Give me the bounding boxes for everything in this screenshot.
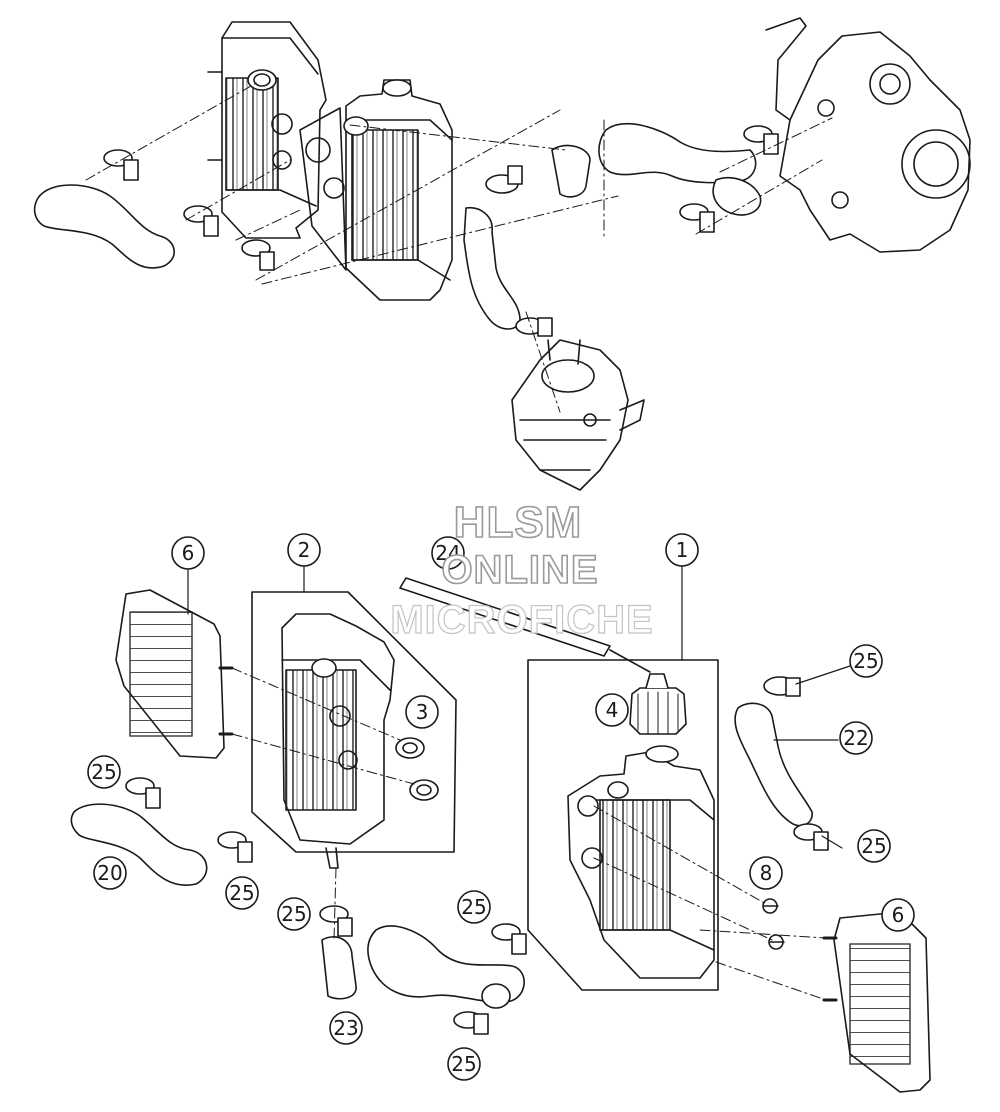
breather-tube-24 [399, 577, 651, 673]
upper-right-radiator [299, 79, 453, 301]
callout-c25a: 25 [87, 755, 121, 789]
callout-number: 24 [435, 541, 460, 565]
callout-number: 23 [333, 1016, 358, 1040]
callout-number: 2 [298, 538, 311, 562]
callout-number: 6 [892, 903, 905, 927]
callout-circle [287, 533, 321, 567]
callout-circle [93, 856, 127, 890]
callout-c24: 24 [431, 536, 465, 570]
right-radiator-shroud [822, 911, 931, 1093]
watermark-line-3: MICROFICHE [390, 597, 654, 642]
callout-circle [171, 536, 205, 570]
callout-circle [457, 890, 491, 924]
callout-number: 25 [229, 881, 254, 905]
callout-c25c: 25 [277, 897, 311, 931]
hose-22 [734, 702, 813, 827]
callout-number: 4 [606, 698, 619, 722]
callout-circle [749, 856, 783, 890]
upper-left-radiator [207, 21, 327, 239]
callout-c2: 2 [287, 533, 321, 567]
callout-circle [405, 695, 439, 729]
callout-c22: 22 [839, 721, 873, 755]
callout-c1: 1 [665, 533, 699, 567]
callout-circle [431, 536, 465, 570]
callout-number: 25 [451, 1052, 476, 1076]
hose-23 [321, 925, 525, 1009]
callout-circle [329, 1011, 363, 1045]
callout-number: 25 [861, 834, 886, 858]
callout-c4: 4 [595, 693, 629, 727]
callout-circle [849, 644, 883, 678]
rubber-grommets [395, 737, 439, 801]
lower-clamps [125, 676, 829, 1035]
bolts-8 [762, 898, 785, 950]
watermark-line-1: HLSM [453, 497, 583, 548]
callout-number: 3 [416, 700, 429, 724]
callout-circle [881, 898, 915, 932]
callout-leaders [187, 565, 851, 849]
left-radiator-group [251, 591, 457, 869]
callout-circle [665, 533, 699, 567]
callout-number: 22 [843, 726, 868, 750]
callout-number: 1 [676, 538, 689, 562]
right-radiator-group [527, 659, 719, 991]
callout-circle [87, 755, 121, 789]
callout-c20: 20 [93, 856, 127, 890]
lower-leader-lines [231, 667, 827, 1001]
callout-circle [857, 829, 891, 863]
callout-circle [595, 693, 629, 727]
callout-c25e: 25 [447, 1047, 481, 1081]
callout-number: 25 [853, 649, 878, 673]
upper-hoses [33, 122, 762, 330]
callout-circle [225, 876, 259, 910]
callout-c6b: 6 [881, 898, 915, 932]
callout-number: 25 [281, 902, 306, 926]
upper-leader-lines [85, 81, 833, 413]
hose-20 [70, 803, 208, 886]
upper-clamps [103, 125, 779, 337]
callout-circle [277, 897, 311, 931]
cylinder-head [511, 339, 645, 491]
callout-number: 8 [760, 861, 773, 885]
callout-c25g: 25 [857, 829, 891, 863]
callout-circle [839, 721, 873, 755]
callout-number: 25 [91, 760, 116, 784]
callout-c25d: 25 [457, 890, 491, 924]
callout-c8: 8 [749, 856, 783, 890]
callout-c3: 3 [405, 695, 439, 729]
callout-c6a: 6 [171, 536, 205, 570]
callout-c25f: 25 [849, 644, 883, 678]
callout-c25b: 25 [225, 876, 259, 910]
callout-number: 6 [182, 541, 195, 565]
callout-number: 20 [97, 861, 122, 885]
watermark-line-2: ONLINE [441, 547, 599, 593]
callout-number: 25 [461, 895, 486, 919]
left-radiator-shroud [115, 589, 234, 759]
radiator-cap-4 [629, 673, 687, 735]
callout-c23: 23 [329, 1011, 363, 1045]
callout-circle [447, 1047, 481, 1081]
clutch-cover [765, 17, 971, 253]
